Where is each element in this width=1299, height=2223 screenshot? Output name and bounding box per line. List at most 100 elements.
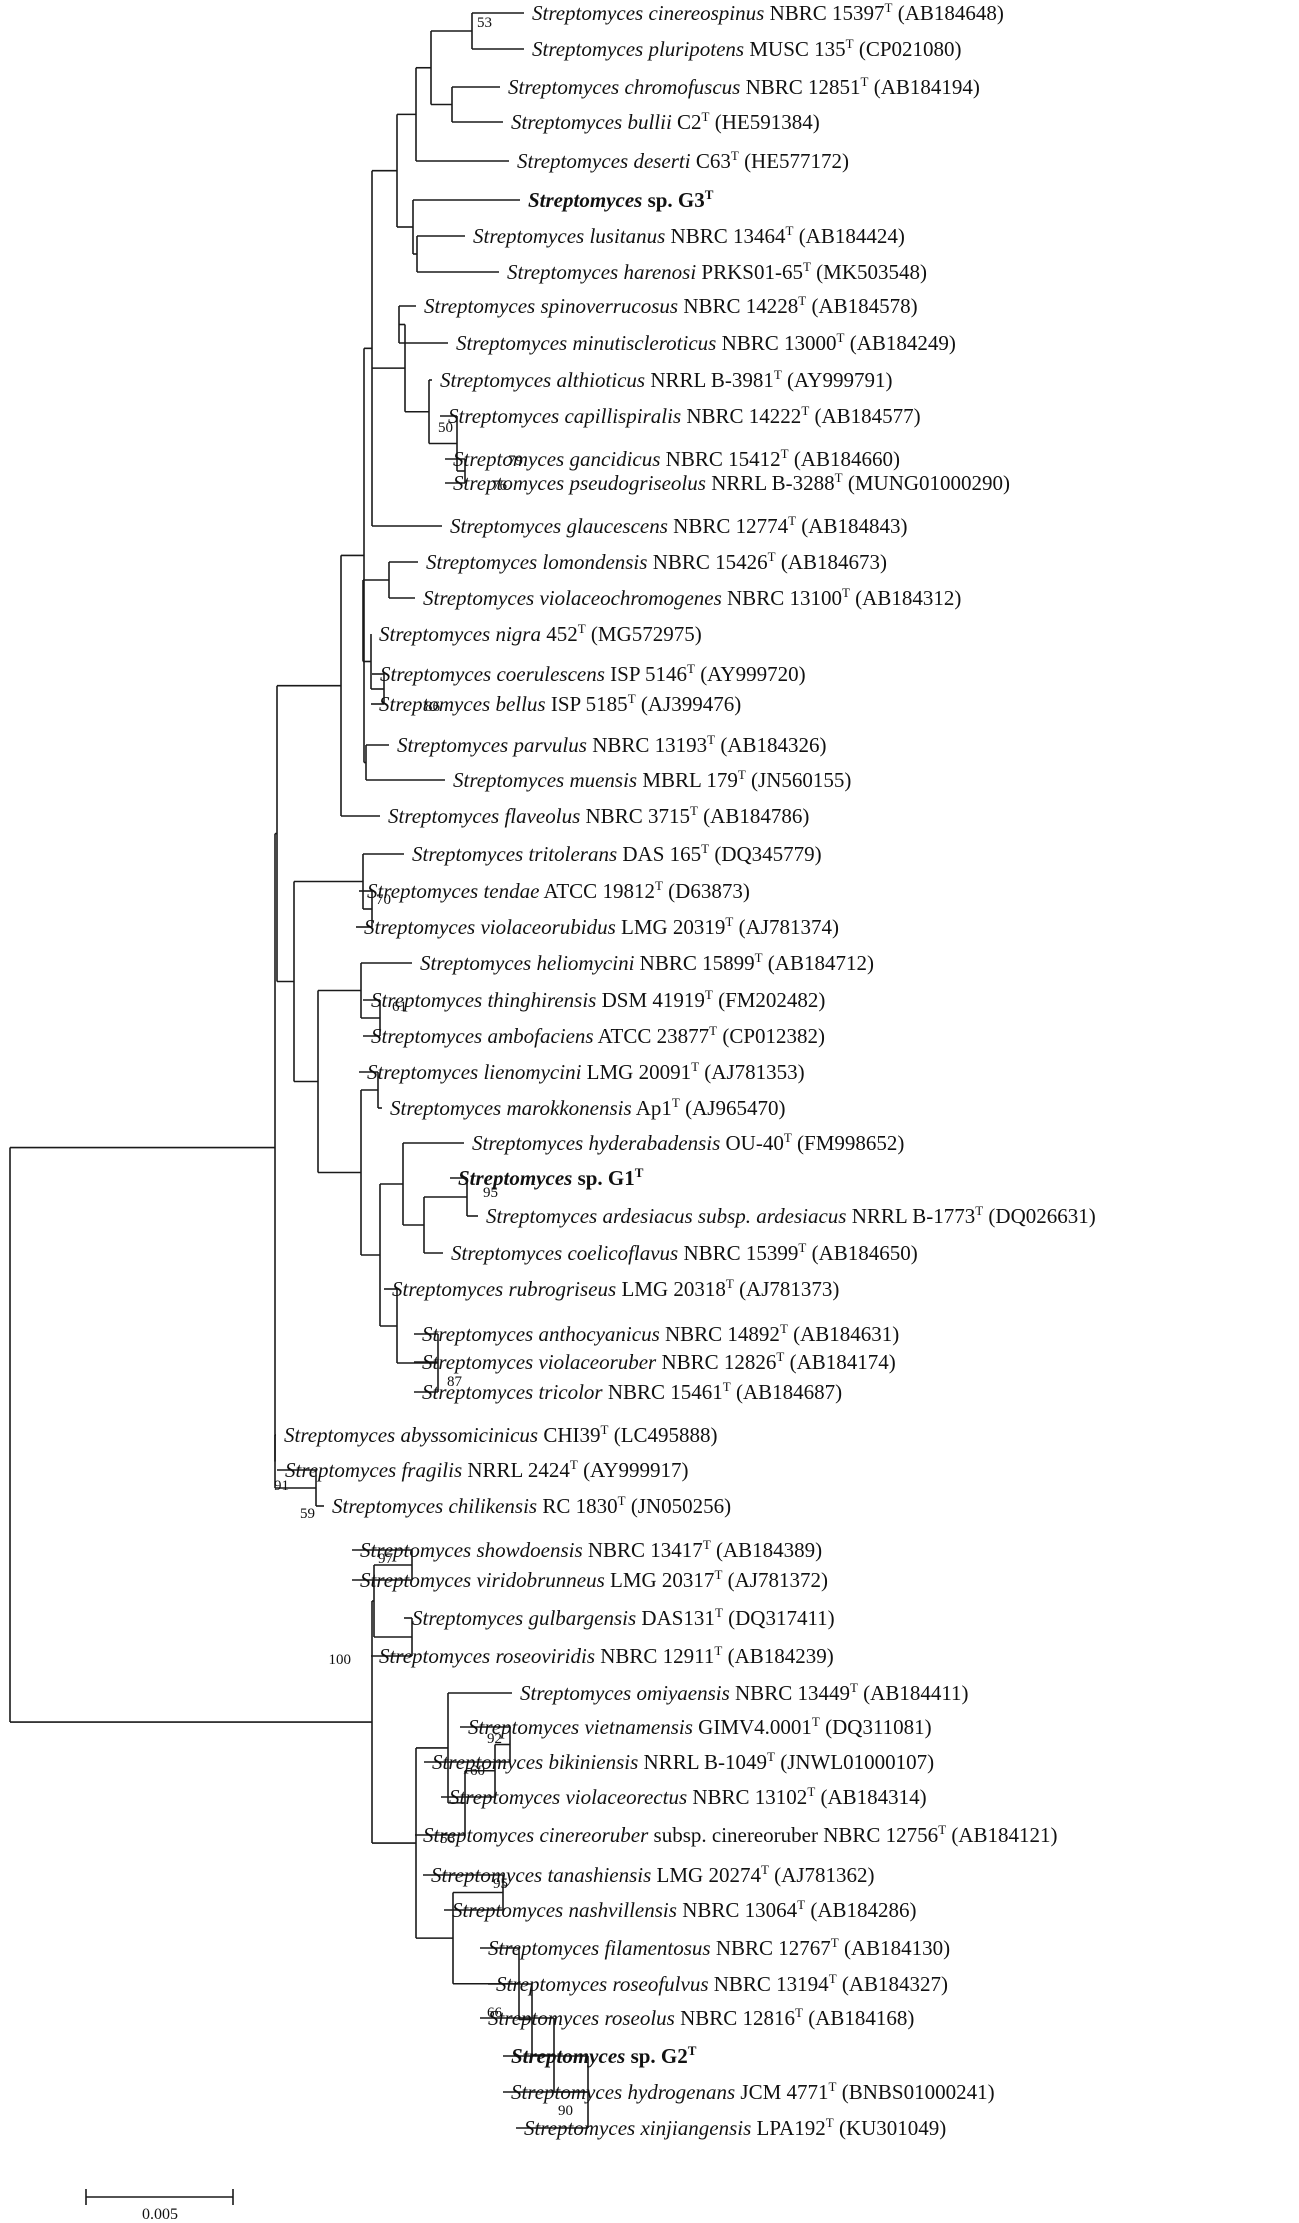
leaf-label: Streptomyces violaceoruber NBRC 12826T (… [422,1349,896,1374]
type-strain-mark: T [715,1605,723,1620]
leaf-label: Streptomyces sp. G2T [511,2043,697,2068]
strain-name: NRRL B-1049 [638,1750,767,1774]
strain-name: NBRC 15899 [634,951,754,975]
species-name: viridobrunneus [471,1568,605,1592]
leaf-label: Streptomyces flaveolus NBRC 3715T (AB184… [388,803,809,828]
accession-number: (AB184578) [806,294,917,318]
accession-number: (AB184843) [796,514,907,538]
bootstrap-value: 91 [274,1478,289,1494]
bootstrap-value: 53 [477,15,492,31]
type-strain-mark: T [781,446,789,461]
genus-name: Streptomyces [486,1204,597,1228]
strain-name: NBRC 13464 [665,224,786,248]
type-strain-mark: T [798,293,806,308]
species-name: thinghirensis [482,988,596,1012]
genus-name: Streptomyces [524,2116,635,2140]
genus-name: Streptomyces [423,586,534,610]
strain-name: NBRC 12911 [595,1644,714,1668]
type-strain-mark: T [788,513,796,528]
accession-number: (AB184712) [763,951,874,975]
strain-name: NBRC 13417 [583,1538,703,1562]
type-strain-mark: T [797,1897,805,1912]
type-strain-mark: T [714,1643,722,1658]
leaf-label: Streptomyces tritolerans DAS 165T (DQ345… [412,841,822,866]
strain-name: Ap1 [632,1096,672,1120]
type-strain-mark: T [570,1457,578,1472]
species-name: bikiniensis [543,1750,638,1774]
genus-name: Streptomyces [468,1715,579,1739]
strain-name: RC 1830 [537,1494,618,1518]
leaf-label: Streptomyces pluripotens MUSC 135T (CP02… [532,36,962,61]
leaf-label: Streptomyces thinghirensis DSM 41919T (F… [371,987,825,1012]
genus-name: Streptomyces [511,2044,625,2068]
species-name: anthocyanicus [533,1322,660,1346]
species-name: gulbargensis [523,1606,636,1630]
type-strain-mark: T [701,841,709,856]
type-strain-mark: T [938,1822,946,1837]
genus-name: Streptomyces [371,988,482,1012]
type-strain-mark: T [655,878,663,893]
type-strain-mark: T [835,470,843,485]
bootstrap-value: 76 [492,478,508,494]
species-name: roseolus [599,2006,675,2030]
species-name: althioticus [551,368,645,392]
type-strain-mark: T [850,1680,858,1695]
leaf-labels: Streptomyces cinereospinus NBRC 15397T (… [284,0,1096,2140]
species-name: lienomycini [478,1060,581,1084]
leaf-label: Streptomyces marokkonensis Ap1T (AJ96547… [390,1095,785,1120]
genus-name: Streptomyces [520,1681,631,1705]
accession-number: (AB184121) [946,1823,1057,1847]
leaf-label: Streptomyces abyssomicinicus CHI39T (LC4… [284,1422,718,1447]
accession-number: (AJ781372) [722,1568,828,1592]
leaf-label: Streptomyces althioticus NRRL B-3981T (A… [440,367,892,392]
type-strain-mark: T [829,1971,837,1986]
species-name: harenosi [618,260,696,284]
species-name: cinereoruber [534,1823,649,1847]
genus-name: Streptomyces [453,768,564,792]
species-name: marokkonensis [501,1096,631,1120]
type-strain-mark: T [738,767,746,782]
leaf-label: Streptomyces roseolus NBRC 12816T (AB184… [488,2005,914,2030]
genus-name: Streptomyces [532,37,643,61]
type-strain-mark: T [975,1203,983,1218]
leaf-label: Streptomyces xinjiangensis LPA192T (KU30… [524,2115,946,2140]
species-name: violaceochromogenes [534,586,722,610]
leaf-label: Streptomyces lomondensis NBRC 15426T (AB… [426,549,887,574]
species-name: hydrogenans [622,2080,735,2104]
species-name: nigra [490,622,541,646]
accession-number: (CP012382) [717,1024,825,1048]
genus-name: Streptomyces [392,1277,503,1301]
genus-name: Streptomyces [532,1,643,25]
type-strain-mark: T [687,661,695,676]
strain-name: PRKS01-65 [696,260,803,284]
leaf-label: Streptomyces sp. G1T [458,1165,644,1190]
genus-name: Streptomyces [379,1644,490,1668]
species-name: capillispiralis [559,404,681,428]
leaf-label: Streptomyces chilikensis RC 1830T (JN050… [332,1493,731,1518]
species-name: violaceorubidus [475,915,616,939]
strain-name: NRRL B-3288 [706,471,835,495]
genus-name: Streptomyces [517,149,628,173]
leaf-label: Streptomyces bellus ISP 5185T (AJ399476) [379,691,741,716]
species-name: cinereospinus [643,1,764,25]
leaf-label: Streptomyces viridobrunneus LMG 20317T (… [360,1567,828,1592]
leaf-label: Streptomyces harenosi PRKS01-65T (MK5035… [507,259,927,284]
genus-name: Streptomyces [371,1024,482,1048]
genus-name: Streptomyces [379,692,490,716]
species-name: chilikensis [443,1494,537,1518]
species-name: gancidicus [564,447,660,471]
accession-number: (AB184239) [722,1644,833,1668]
species-name: muensis [564,768,637,792]
accession-number: (AY999791) [782,368,893,392]
accession-number: (FM202482) [713,988,826,1012]
strain-name: LPA192 [751,2116,826,2140]
accession-number: (AJ965470) [680,1096,786,1120]
leaf-label: Streptomyces gancidicus NBRC 15412T (AB1… [453,446,900,471]
accession-number: (AB184314) [815,1785,926,1809]
genus-name: Streptomyces [424,294,535,318]
leaf-label: Streptomyces coerulescens ISP 5146T (AY9… [380,661,806,686]
bootstrap-value: 86 [425,699,441,715]
genus-name: Streptomyces [431,1863,542,1887]
genus-name: Streptomyces [507,260,618,284]
species-name: flaveolus [499,804,580,828]
